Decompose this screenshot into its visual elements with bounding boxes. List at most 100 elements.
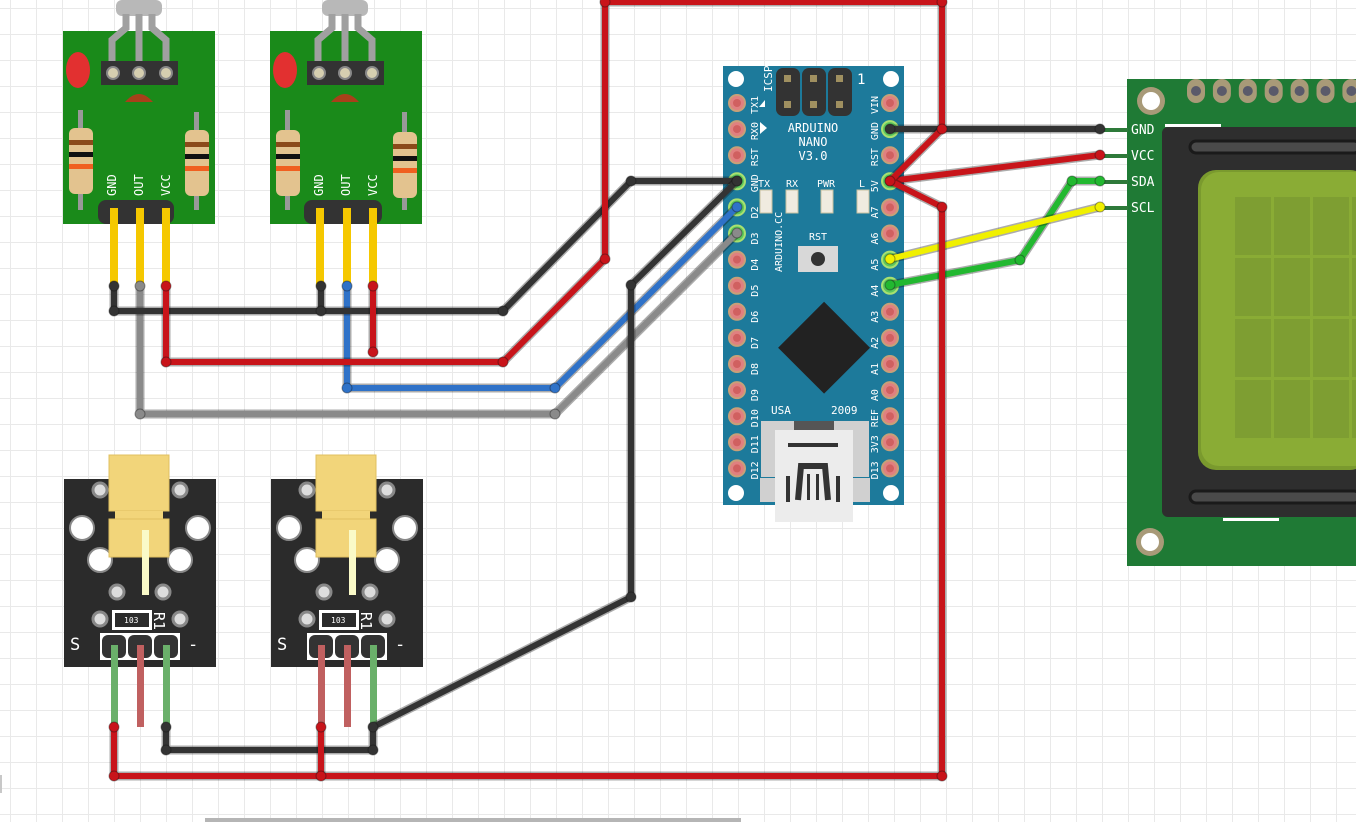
lcd-i2c-module[interactable]: GND VCC SDA SCL xyxy=(1100,79,1356,566)
wire-bendpoint[interactable] xyxy=(367,280,379,292)
wire-bendpoint[interactable] xyxy=(731,201,743,213)
pin-signal[interactable] xyxy=(318,645,325,727)
wire-bendpoint[interactable] xyxy=(160,744,172,756)
wire-bendpoint[interactable] xyxy=(108,770,120,782)
wire-bendpoint[interactable] xyxy=(599,0,611,8)
nano-pin-label: 5V xyxy=(870,180,881,192)
wire-bendpoint[interactable] xyxy=(134,280,146,292)
signal-label: S xyxy=(70,635,80,655)
wire-bendpoint[interactable] xyxy=(884,279,896,291)
wire-bendpoint[interactable] xyxy=(1094,175,1106,187)
wire-bendpoint[interactable] xyxy=(549,382,561,394)
nano-pin-label: A3 xyxy=(870,311,881,323)
pin-vcc[interactable] xyxy=(162,208,170,286)
vertical-scrollbar[interactable] xyxy=(0,775,2,793)
wire-bendpoint[interactable] xyxy=(884,123,896,135)
wire-bendpoint[interactable] xyxy=(367,744,379,756)
wire-bendpoint[interactable] xyxy=(315,305,327,317)
wire-bendpoint[interactable] xyxy=(1066,175,1078,187)
ir-sensor-module-2[interactable]: GND OUT VCC xyxy=(270,0,422,286)
nano-pin-label: RX0 xyxy=(750,122,761,140)
pin-vcc[interactable] xyxy=(137,645,144,727)
wire-bendpoint[interactable] xyxy=(160,721,172,733)
lcd-pin-scl[interactable] xyxy=(1100,206,1128,210)
nano-pin-label: RST xyxy=(750,148,761,166)
wire-bendpoint[interactable] xyxy=(625,175,637,187)
lcd-scl-wire[interactable] xyxy=(884,201,1106,265)
wire-bendpoint[interactable] xyxy=(549,408,561,420)
nano-pin-label: D4 xyxy=(750,259,761,271)
pin-label-gnd: GND xyxy=(105,174,119,196)
sensor1-out-wire[interactable] xyxy=(134,227,743,420)
wire-bendpoint[interactable] xyxy=(731,175,743,187)
pin-signal[interactable] xyxy=(111,645,118,727)
pin-out[interactable] xyxy=(343,208,351,286)
lcd-gnd-wire[interactable] xyxy=(884,123,1106,135)
wire-bendpoint[interactable] xyxy=(1014,254,1026,266)
usb-connector[interactable] xyxy=(760,421,870,522)
horizontal-scrollbar[interactable] xyxy=(205,818,741,822)
ir2-vcc-stub[interactable] xyxy=(367,280,379,358)
wire-bendpoint[interactable] xyxy=(625,279,637,291)
lasers-signal-wire[interactable] xyxy=(315,721,327,782)
lcd-pin-vcc[interactable] xyxy=(1100,154,1128,158)
wire-bendpoint[interactable] xyxy=(884,253,896,265)
wire-bendpoint[interactable] xyxy=(1094,201,1106,213)
pin-gnd[interactable] xyxy=(110,208,118,286)
wire-bendpoint[interactable] xyxy=(160,280,172,292)
wire-bendpoint[interactable] xyxy=(315,770,327,782)
lcd-cell xyxy=(1352,197,1356,255)
sensor2-out-wire[interactable] xyxy=(341,201,743,394)
laser-module-2[interactable]: 103 R1 S - xyxy=(271,454,423,727)
nano-pin-label: A0 xyxy=(870,389,881,401)
pin-vcc[interactable] xyxy=(344,645,351,727)
wire-bendpoint[interactable] xyxy=(108,305,120,317)
wire-bendpoint[interactable] xyxy=(341,280,353,292)
sensors-vcc-wire[interactable] xyxy=(108,0,948,782)
wire-bendpoint[interactable] xyxy=(315,280,327,292)
wire-bendpoint[interactable] xyxy=(160,356,172,368)
pin-ground[interactable] xyxy=(163,645,170,727)
wire-bendpoint[interactable] xyxy=(936,123,948,135)
wire-bendpoint[interactable] xyxy=(625,591,637,603)
pin-gnd[interactable] xyxy=(316,208,324,286)
arduino-nano[interactable]: ICSP 1 ARDUINO NANO V3.0 TX RX PWR L ARD… xyxy=(723,65,904,522)
wire-bendpoint[interactable] xyxy=(341,382,353,394)
wire-bendpoint[interactable] xyxy=(497,305,509,317)
pin-label-out: OUT xyxy=(339,174,353,196)
wire-bendpoint[interactable] xyxy=(1094,123,1106,135)
wire-bendpoint[interactable] xyxy=(731,227,743,239)
wire-bendpoint[interactable] xyxy=(108,721,120,733)
pin-out[interactable] xyxy=(136,208,144,286)
nano-pin-label: D10 xyxy=(750,409,761,427)
wire-bendpoint[interactable] xyxy=(884,175,896,187)
wire-bendpoint[interactable] xyxy=(1094,149,1106,161)
wire-bendpoint[interactable] xyxy=(599,253,611,265)
wire-bendpoint[interactable] xyxy=(108,280,120,292)
nano-pin-label: GND xyxy=(750,174,761,192)
board-title-line3: V3.0 xyxy=(799,149,828,163)
wire-bendpoint[interactable] xyxy=(497,356,509,368)
lcd-cell xyxy=(1313,258,1349,316)
laser-module-1[interactable]: 103 R1 S - xyxy=(64,454,216,727)
wire-bendpoint[interactable] xyxy=(134,408,146,420)
nano-pin-label: A2 xyxy=(870,337,881,349)
pin-label-vcc: VCC xyxy=(159,174,173,196)
mount-hole xyxy=(883,71,899,87)
wire-bendpoint[interactable] xyxy=(936,770,948,782)
lcd-pin-sda[interactable] xyxy=(1100,180,1128,184)
lcd-pin-gnd[interactable] xyxy=(1100,128,1128,132)
wire-bendpoint[interactable] xyxy=(315,721,327,733)
wire-bendpoint[interactable] xyxy=(936,0,948,8)
sensors-gnd-wire[interactable] xyxy=(108,175,743,317)
ir-sensor-module-1[interactable]: GND OUT VCC xyxy=(63,0,215,286)
ir2-gnd-stub[interactable] xyxy=(315,280,327,317)
pin-ground[interactable] xyxy=(370,645,377,727)
pin-vcc[interactable] xyxy=(369,208,377,286)
lasers-gnd-wire[interactable] xyxy=(160,175,743,756)
wire-bendpoint[interactable] xyxy=(367,346,379,358)
wire-bendpoint[interactable] xyxy=(367,721,379,733)
resistor-icon xyxy=(69,128,93,194)
wire-bendpoint[interactable] xyxy=(936,201,948,213)
